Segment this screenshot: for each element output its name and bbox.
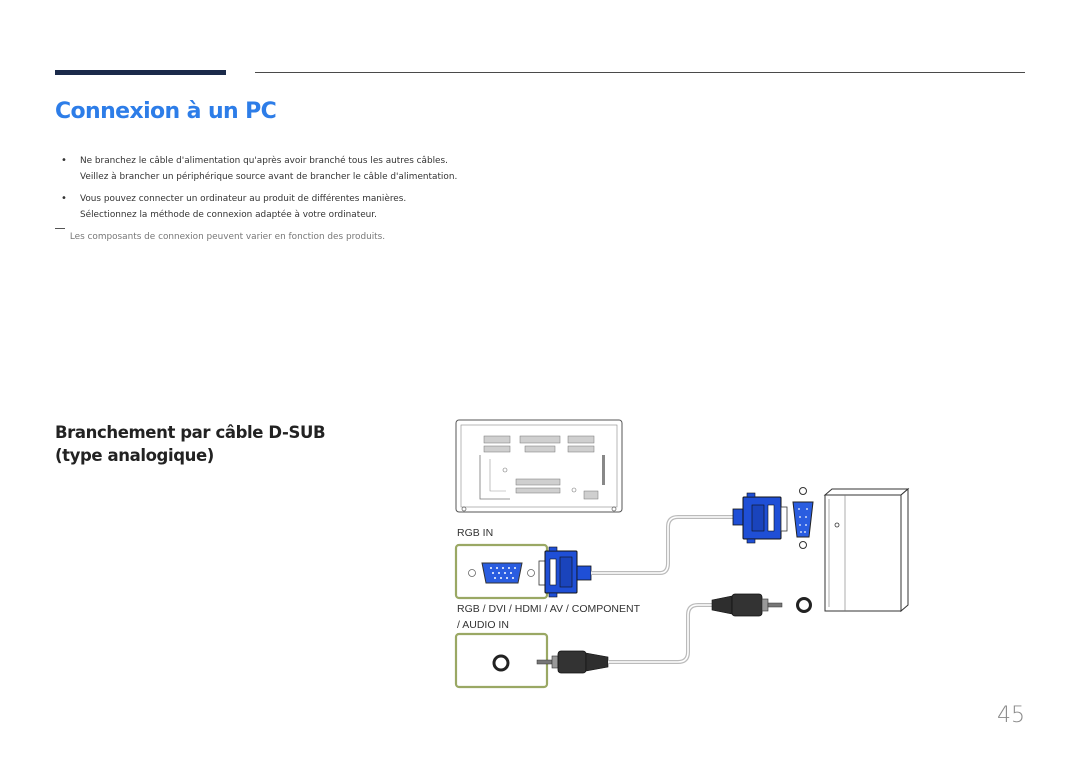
audio-cable-highlight — [608, 604, 712, 663]
vga-plug-pc — [732, 492, 788, 544]
audio-plug-pc — [711, 593, 783, 617]
port-audio-label: / AUDIO IN — [457, 619, 509, 631]
vga-cable-highlight — [591, 516, 750, 574]
vga-plug-monitor — [538, 546, 592, 598]
bullet-text-line: Vous pouvez connecter un ordinateur au p… — [80, 194, 407, 204]
bullet-list: • Ne branchez le câble d'alimentation qu… — [61, 153, 501, 229]
audio-plug-monitor — [536, 650, 609, 674]
bullet-text-line: Sélectionnez la méthode de connexion ada… — [80, 210, 377, 220]
page-title: Connexion à un PC — [55, 99, 277, 124]
section-title: Branchement par câble D-SUB (type analog… — [55, 421, 355, 467]
bullet-item: • Ne branchez le câble d'alimentation qu… — [61, 153, 501, 185]
bullet-dot-icon: • — [61, 193, 67, 204]
bullet-dot-icon: • — [61, 155, 67, 166]
pc-tower — [823, 487, 910, 613]
bullet-item: • Vous pouvez connecter un ordinateur au… — [61, 191, 501, 223]
pc-vga-port — [792, 487, 814, 549]
pc-audio-jack — [796, 597, 812, 613]
note-text: Les composants de connexion peuvent vari… — [69, 232, 386, 242]
connection-diagram: RGB IN RGB / DVI / HDMI / AV / COMPONENT… — [454, 419, 910, 689]
header-accent-bar — [55, 70, 226, 75]
section-title-line: (type analogique) — [55, 446, 214, 465]
port-rgb-label: RGB IN — [457, 527, 493, 539]
page-number: 45 — [997, 703, 1025, 728]
note: Les composants de connexion peuvent vari… — [55, 228, 385, 245]
port-audio-label: RGB / DVI / HDMI / AV / COMPONENT — [457, 603, 641, 615]
monitor-back-panel — [455, 419, 623, 513]
vga-cable — [591, 515, 750, 575]
section-title-line: Branchement par câble D-SUB — [55, 423, 326, 442]
header-rule — [255, 72, 1025, 73]
bullet-text-line: Ne branchez le câble d'alimentation qu'a… — [80, 156, 448, 166]
note-dash-icon — [55, 228, 65, 229]
audio-in-port — [454, 632, 549, 689]
bullet-text-line: Veillez à brancher un périphérique sourc… — [80, 172, 458, 182]
rgb-in-port — [454, 543, 549, 600]
